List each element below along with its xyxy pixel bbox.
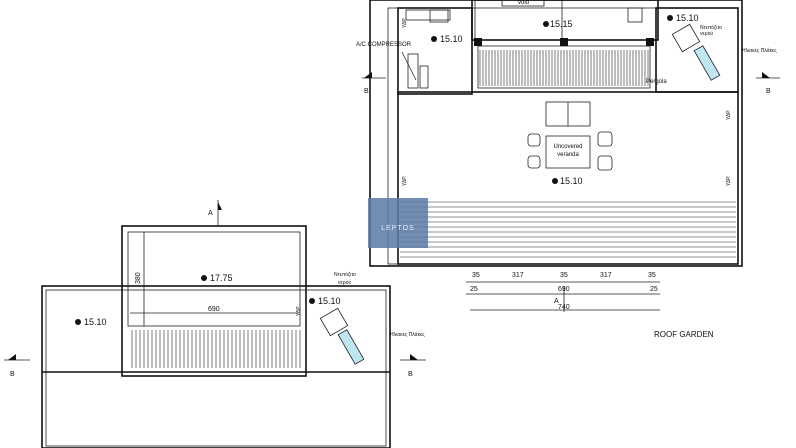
section-b-upper-right: B (766, 88, 771, 95)
pergola-label: Pergola (646, 79, 667, 85)
dim-row1-e: 35 (648, 272, 656, 279)
drain-label: ΥΔΡ. (726, 176, 732, 186)
water-tank-lower-2: νερού (338, 279, 351, 286)
slat-pergola (400, 201, 736, 258)
section-markers: B B B B A A (4, 72, 780, 378)
watermark-text: LEPTOS (381, 225, 415, 232)
lower-outline (41, 285, 391, 448)
solar-label-upper: Ηλιακές Πλάκες (742, 47, 777, 54)
level-marker (667, 15, 673, 21)
dim-row1-a: 35 (472, 272, 480, 279)
lower-solar-panel (337, 329, 365, 365)
solar-label-lower: Ηλιακές Πλάκες (390, 331, 425, 338)
lower-building (41, 225, 391, 448)
dim-row2-mid: 690 (558, 286, 570, 293)
plan-title: ROOF GARDEN (654, 330, 714, 339)
section-b-upper-left: B (364, 88, 369, 95)
stair-box (627, 7, 643, 23)
column-2 (560, 38, 568, 46)
dim-row2-left: 25 (470, 286, 478, 293)
section-arrow (762, 72, 770, 78)
upper-outline (369, 0, 743, 267)
upper-building (369, 0, 743, 267)
dim-row1-c: 35 (560, 272, 568, 279)
lower-water-tank (319, 307, 349, 337)
chair-2 (527, 155, 541, 169)
column-3 (646, 38, 654, 46)
level-lower-top: 17.75 (210, 273, 233, 283)
section-a-arrow (218, 202, 222, 210)
level-upper-top: 15.15 (550, 19, 573, 29)
level-lower-left: 15.10 (84, 317, 107, 327)
level-marker (431, 36, 437, 42)
chair-1 (527, 133, 541, 147)
level-upper-main: 15.10 (560, 176, 583, 186)
drain-labels: ΥΔΡ. ΥΔΡ. ΥΔΡ. ΥΔΡ. ΥΔΡ. (296, 18, 732, 316)
level-marker (543, 21, 549, 27)
drain-label: ΥΔΡ. (402, 18, 408, 28)
level-markers (75, 15, 673, 325)
level-labels: 15.15 void 15.10 15.10 15.10 17.75 15.10… (84, 0, 699, 327)
dimensions-upper: 35 317 35 317 35 25 690 25 740 (466, 272, 660, 311)
solar-panel-group (671, 23, 721, 81)
water-tank-upper-1: Ντεπόζιτο (700, 24, 722, 31)
chair-4 (597, 155, 613, 171)
section-arrow (8, 354, 16, 360)
ac-compressor-label: A/C COMPRESSOR (356, 42, 412, 48)
stair-room (121, 225, 307, 377)
dim-lower-width: 690 (208, 306, 220, 313)
level-marker (75, 319, 81, 325)
watermark-badge (368, 198, 428, 248)
section-a-label: A (208, 210, 213, 217)
lower-solar-group (319, 307, 365, 365)
stair-room-inner (127, 231, 301, 327)
ac-unit-top (405, 9, 451, 21)
upper-left-room (397, 7, 473, 95)
drain-label: ΥΔΡ. (726, 110, 732, 120)
dim-row1-d: 317 (600, 272, 612, 279)
dim-row1-b: 317 (512, 272, 524, 279)
section-a-upper-label: A (554, 298, 559, 305)
veranda-label-2: veranda (557, 152, 579, 158)
pergola-hatch (479, 50, 649, 86)
water-tank-lower-1: Ντεπόζιτο (334, 271, 356, 278)
ac-compressor-2 (419, 65, 429, 89)
level-upper-right: 15.10 (676, 13, 699, 23)
level-marker (201, 275, 207, 281)
section-b-lower-right: B (408, 371, 413, 378)
chair-3 (597, 131, 613, 147)
coffee-table (545, 135, 591, 169)
level-upper-left: 15.10 (440, 34, 463, 44)
solar-panel (693, 45, 721, 81)
level-marker (309, 298, 315, 304)
drain-label: ΥΔΡ. (402, 176, 408, 186)
ac-unit-top2 (429, 9, 449, 23)
lower-parapet (45, 289, 387, 447)
section-b-lower-left: B (10, 371, 15, 378)
dim-total: 740 (558, 304, 570, 311)
ac-leader (401, 51, 417, 81)
void-label: void (518, 0, 529, 6)
column-1 (474, 38, 482, 46)
section-arrow (364, 72, 372, 78)
dim-lower-height: 380 (135, 272, 142, 284)
uncovered-veranda (397, 91, 739, 265)
void-box (501, 0, 545, 7)
water-tank-upper-2: νερού (700, 30, 713, 37)
ac-compressor-1 (407, 53, 419, 89)
lower-slat-pergola (131, 330, 301, 368)
veranda-label-1: Uncovered (553, 144, 582, 150)
section-arrow (410, 354, 418, 360)
level-marker (552, 178, 558, 184)
water-tank (671, 23, 701, 53)
dimensions-lower: 690 380 (130, 232, 298, 326)
level-lower-right: 15.10 (318, 296, 341, 306)
dim-row2-right: 25 (650, 286, 658, 293)
drain-label: ΥΔΡ. (296, 306, 302, 316)
